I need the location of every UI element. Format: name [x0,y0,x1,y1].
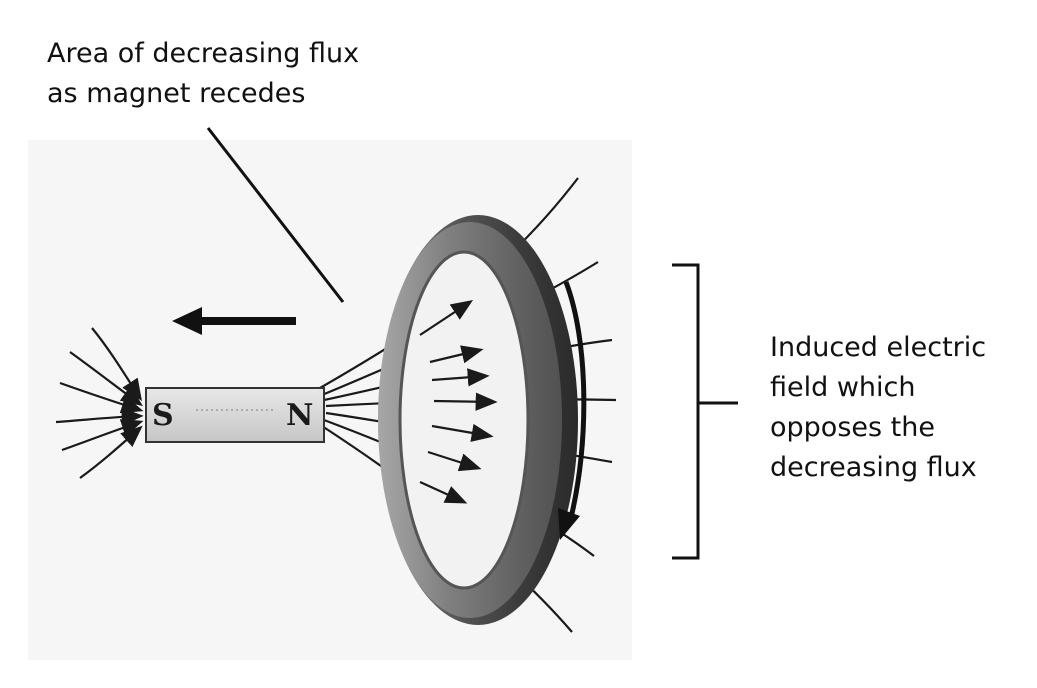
field-arrow [419,299,474,336]
field-arrow [419,480,468,504]
bar-magnet: S N [145,387,325,443]
top-annotation: Area of decreasing flux as magnet recede… [47,34,467,114]
field-arrow [431,423,494,442]
field-arrow [431,368,490,387]
conducting-ring [378,215,578,625]
side-annotation-line-4: decreasing flux [770,452,977,483]
field-arrow [429,345,484,364]
south-pole-label: S [152,398,174,433]
motion-arrow [172,307,296,335]
field-line-arrows [419,299,498,504]
top-label-leader-line [206,127,345,303]
south-pole-field-lines [55,327,144,479]
side-annotation: Induced electric field which opposes the… [770,328,1030,488]
top-annotation-line-1: Area of decreasing flux [47,38,360,69]
induced-field-arrow [558,281,587,540]
field-arrow [427,450,482,472]
field-arrow [433,392,498,411]
top-annotation-line-2: as magnet recedes [47,78,306,109]
side-annotation-line-2: field which [770,372,916,403]
bracket [672,263,738,560]
south-field-arrow [55,407,144,426]
north-pole-label: N [286,398,313,433]
south-field-arrow [79,425,143,479]
side-annotation-line-1: Induced electric [770,332,987,363]
side-annotation-line-3: opposes the [770,412,935,443]
south-field-arrow [61,419,144,452]
